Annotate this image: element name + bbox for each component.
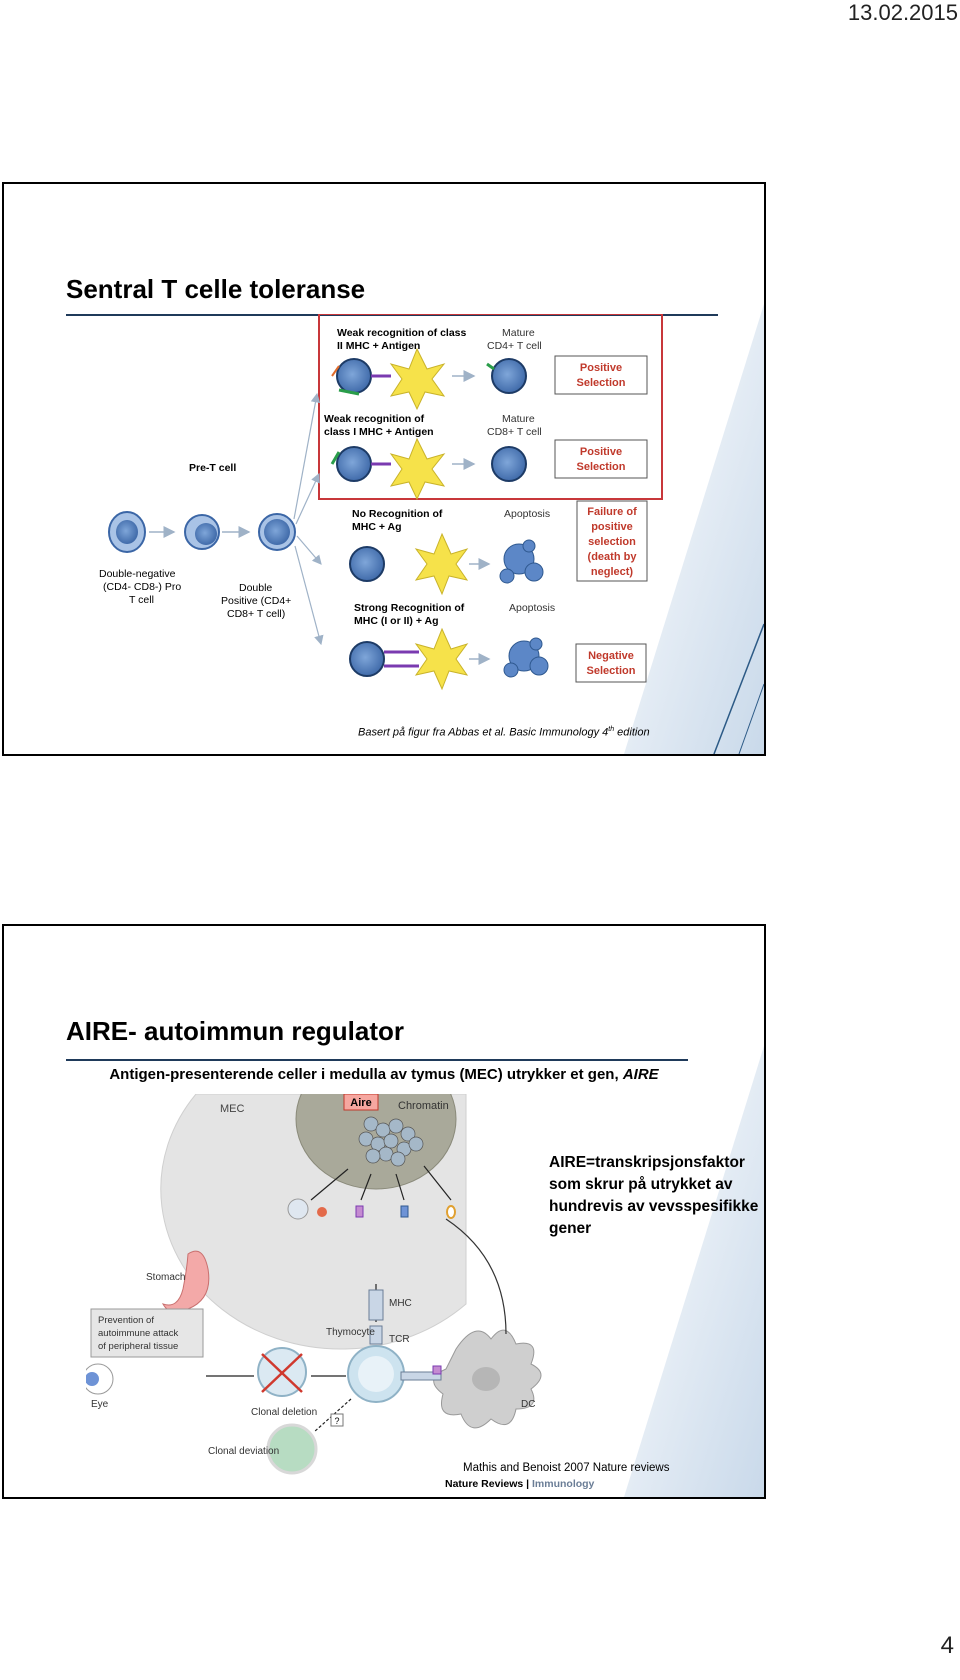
mhc-label: MHC <box>389 1298 412 1309</box>
label-double-negative-line3: T cell <box>129 594 154 606</box>
label-double-positive-line1: Double <box>239 582 272 594</box>
aire-description: AIRE=transkripsjonsfaktor som skrur på u… <box>549 1154 759 1237</box>
deviated-cell <box>266 1423 318 1475</box>
date-header: 13.02.2015 <box>847 0 958 25</box>
label-double-positive-line2: Positive (CD4+ <box>221 595 291 607</box>
mature-cd8-cell <box>491 446 527 482</box>
thymocyte-cell <box>336 446 372 482</box>
prevention-box <box>90 1308 204 1358</box>
tcr-molecule <box>369 1325 383 1345</box>
prevention-line2: autoimmune attack <box>98 1328 179 1339</box>
failure-line4: (death by <box>588 551 638 563</box>
positive-selection-1-line1: Positive <box>580 362 622 374</box>
apoptotic-cell <box>499 539 544 584</box>
eye-illustration <box>86 1363 114 1395</box>
chromatin-cluster <box>358 1116 424 1167</box>
aire-mechanism-diagram: Aire Chromatin MEC MHC TCR Thymocyte <box>86 1094 542 1475</box>
label-no-recognition-line2: MHC + Ag <box>352 521 402 533</box>
positive-selection-box-2 <box>554 439 648 479</box>
failure-line2: positive <box>591 521 633 533</box>
protein-icon <box>287 1198 309 1220</box>
dc-label: DC <box>521 1399 535 1410</box>
apc-cell <box>389 437 446 501</box>
negative-selection-line1: Negative <box>588 650 634 662</box>
positive-selection-1-line2: Selection <box>577 377 626 389</box>
slide-title: Sentral T celle toleranse <box>66 274 366 304</box>
slide-decoration <box>624 1046 764 1497</box>
label-no-recognition-line1: No Recognition of <box>352 508 443 520</box>
slide-decoration <box>624 304 764 754</box>
label-strong-recognition-line2: MHC (I or II) + Ag <box>354 615 438 627</box>
eye-label: Eye <box>91 1399 109 1410</box>
figure-caption: Basert på figur fra Abbas et al. Basic I… <box>358 726 650 739</box>
apc-cell <box>414 532 469 596</box>
thymocyte-cell <box>349 641 385 677</box>
label-mature-cd4-line2: CD4+ T cell <box>487 340 542 352</box>
clonal-deletion-label: Clonal deletion <box>251 1407 317 1418</box>
label-mature-cd8-line2: CD8+ T cell <box>487 426 542 438</box>
protein-icon <box>446 1205 456 1219</box>
positive-selection-2-line2: Selection <box>577 461 626 473</box>
apc-cell <box>414 627 469 691</box>
aire-label: Aire <box>350 1097 371 1109</box>
question-box <box>330 1413 344 1427</box>
slide-aire: AIRE- autoimmun regulator Antigen-presen… <box>2 924 766 1499</box>
thymocyte-cell <box>349 546 385 582</box>
failure-line3: selection <box>588 536 636 548</box>
protein-icon <box>400 1205 409 1218</box>
label-mature-cd4-line1: Mature <box>502 327 535 339</box>
tcr-label: TCR <box>389 1334 410 1345</box>
citation: Mathis and Benoist 2007 Nature reviews <box>463 1462 670 1474</box>
label-weak-class2-line2: II MHC + Antigen <box>337 340 420 352</box>
negative-selection-box <box>575 643 647 683</box>
label-weak-class2-line1: Weak recognition of class <box>337 327 467 339</box>
failure-selection-box <box>576 500 648 582</box>
mature-cd4-cell <box>491 358 527 394</box>
label-double-negative-line1: Double-negative <box>99 568 176 580</box>
label-mature-cd8-line1: Mature <box>502 413 535 425</box>
t-cell-selection-diagram: Weak recognition of class II MHC + Antig… <box>99 314 663 691</box>
apoptotic-cell <box>503 637 549 678</box>
protein-icon <box>355 1205 364 1218</box>
label-double-positive-line3: CD8+ T cell) <box>227 608 285 620</box>
prevention-line3: of peripheral tissue <box>98 1341 178 1352</box>
label-apoptosis-1: Apoptosis <box>504 508 550 520</box>
positive-selection-box-1 <box>554 355 648 395</box>
label-pre-t-cell: Pre-T cell <box>189 462 236 474</box>
positive-selection-2-line1: Positive <box>580 446 622 458</box>
positive-selection-highlight <box>318 314 663 500</box>
label-weak-class1-line2: class I MHC + Antigen <box>324 426 434 438</box>
label-apoptosis-2: Apoptosis <box>509 602 555 614</box>
slide-title: AIRE- autoimmun regulator <box>66 1016 405 1046</box>
slide-central-tolerance: Sentral T celle toleranse Weak recogniti… <box>2 182 766 756</box>
thymocyte-label: Thymocyte <box>326 1327 375 1338</box>
page-number: 4 <box>940 1632 954 1659</box>
chromatin-label: Chromatin <box>398 1100 449 1112</box>
label-strong-recognition-line1: Strong Recognition of <box>354 602 465 614</box>
question-mark: ? <box>334 1416 339 1426</box>
mec-label: MEC <box>220 1103 245 1115</box>
label-weak-class1-line1: Weak recognition of <box>324 413 425 425</box>
aire-label-box <box>343 1094 379 1111</box>
failure-line5: neglect) <box>591 566 634 578</box>
stomach-label: Stomach <box>146 1272 185 1283</box>
prevention-line1: Prevention of <box>98 1315 154 1326</box>
label-double-negative-line2: (CD4- CD8-) Pro <box>103 581 181 593</box>
mhc-molecule <box>368 1289 384 1321</box>
negative-selection-line2: Selection <box>587 665 636 677</box>
clonal-deviation-label: Clonal deviation <box>208 1446 279 1457</box>
failure-line1: Failure of <box>587 506 637 518</box>
title-underline <box>66 1059 688 1061</box>
journal-credit: Nature Reviews | Immunology <box>445 1478 595 1490</box>
protein-icon <box>317 1207 327 1217</box>
slide-subtitle: Antigen-presenterende celler i medulla a… <box>109 1066 659 1083</box>
apc-cell <box>389 347 446 411</box>
thymocyte-cell <box>336 358 372 394</box>
